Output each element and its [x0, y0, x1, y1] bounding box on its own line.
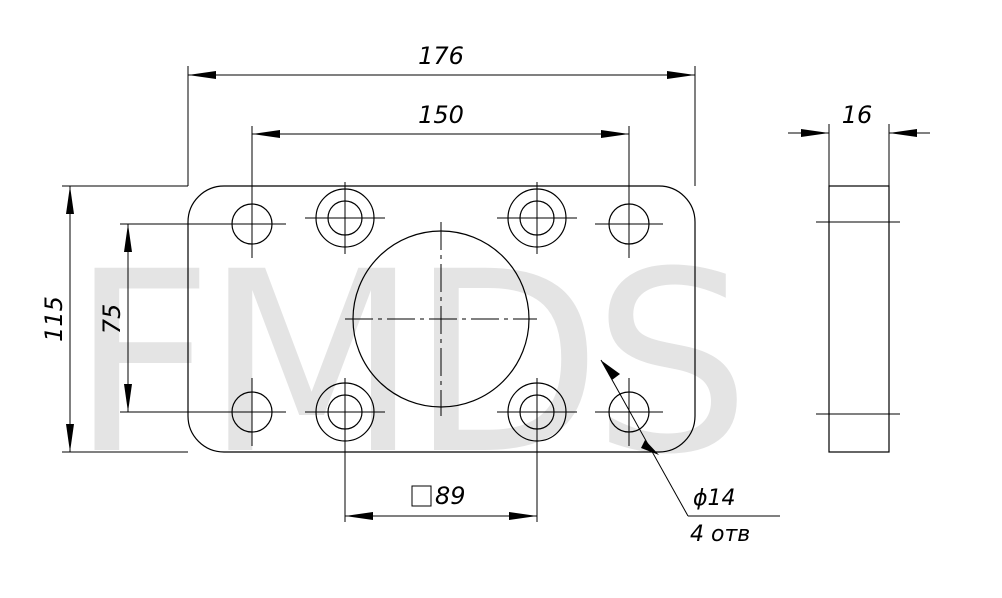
- watermark: FMDS: [70, 218, 741, 509]
- square-symbol: [411, 485, 432, 507]
- dim-89-label: 89: [435, 482, 466, 510]
- dim-150-label: 150: [418, 101, 464, 129]
- dim-115-label: 115: [40, 296, 68, 342]
- dimension-16: 16: [788, 101, 930, 186]
- callout-count: 4 отв: [690, 522, 750, 547]
- callout-diameter: ϕ14: [693, 486, 736, 511]
- plate-outline: [187, 185, 696, 453]
- dimension-115: 115: [40, 185, 188, 453]
- hole-callout: ϕ14 4 отв: [600, 359, 780, 547]
- dimension-89: 89: [345, 482, 537, 520]
- side-view: [816, 185, 900, 453]
- dim-176-label: 176: [418, 42, 464, 70]
- dimension-75: 75: [98, 223, 232, 413]
- dim-75-label: 75: [98, 304, 126, 335]
- side-view-outline: [828, 185, 890, 453]
- threaded-hole-center-marks: [305, 182, 577, 522]
- dimension-176: 176: [187, 42, 696, 186]
- dimension-150: 150: [251, 101, 630, 204]
- dim-16-label: 16: [842, 101, 873, 129]
